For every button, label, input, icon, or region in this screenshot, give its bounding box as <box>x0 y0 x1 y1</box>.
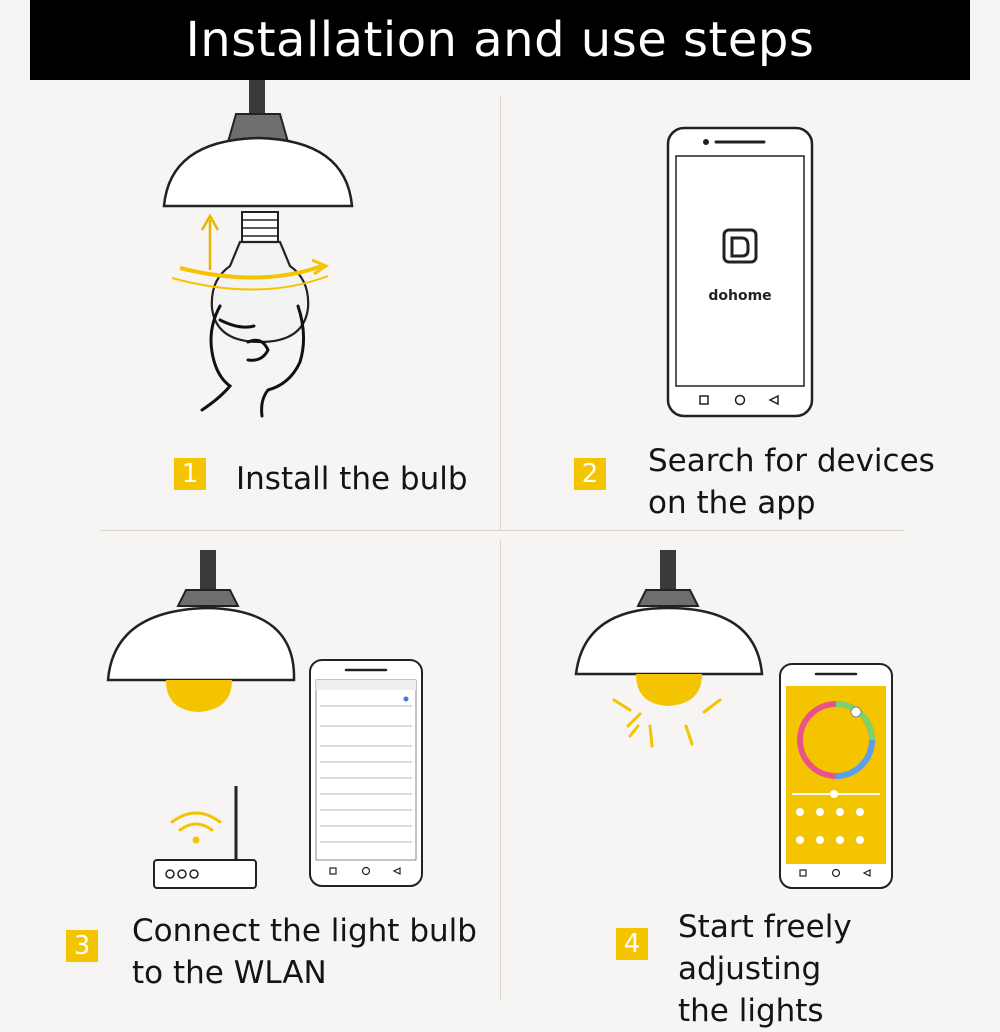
step-3-text: Connect the light bulb to the WLAN <box>132 913 477 991</box>
app-brand-label: dohome <box>708 288 771 304</box>
step-4-text: Start freely adjusting the lights <box>678 909 852 1029</box>
step-2-text: Search for devices on the app <box>648 443 935 521</box>
wifi-icon <box>170 811 222 844</box>
vertical-divider-bottom <box>500 540 501 1000</box>
step-1-text: Install the bulb <box>236 461 468 497</box>
step-4-number: 4 <box>616 928 648 960</box>
home-nav-icon <box>734 394 746 406</box>
recent-apps-icon <box>699 395 709 405</box>
horizontal-divider <box>100 530 905 531</box>
adjust-lights-illustration <box>574 550 893 889</box>
page-header: Installation and use steps <box>30 0 970 80</box>
connect-wlan-illustration <box>106 550 423 889</box>
page-title: Installation and use steps <box>185 12 815 68</box>
step-4: 4 Start freely adjusting the lights <box>616 906 1000 1032</box>
vertical-divider-top <box>500 96 501 530</box>
hand-icon <box>200 304 305 418</box>
rotate-arrow-icon <box>171 258 330 291</box>
sun-rays-icon <box>612 698 722 748</box>
install-bulb-illustration <box>162 80 354 418</box>
back-nav-icon <box>768 394 779 406</box>
step-3: 3 Connect the light bulb to the WLAN <box>66 910 477 994</box>
up-arrow-icon <box>200 213 220 270</box>
step-3-number: 3 <box>66 930 98 962</box>
step-2-number: 2 <box>574 458 606 490</box>
phone-app-illustration: dohome <box>666 126 814 418</box>
step-1: 1 Install the bulb <box>174 456 468 500</box>
step-1-number: 1 <box>174 458 206 490</box>
step-2: 2 Search for devices on the app <box>574 440 935 524</box>
